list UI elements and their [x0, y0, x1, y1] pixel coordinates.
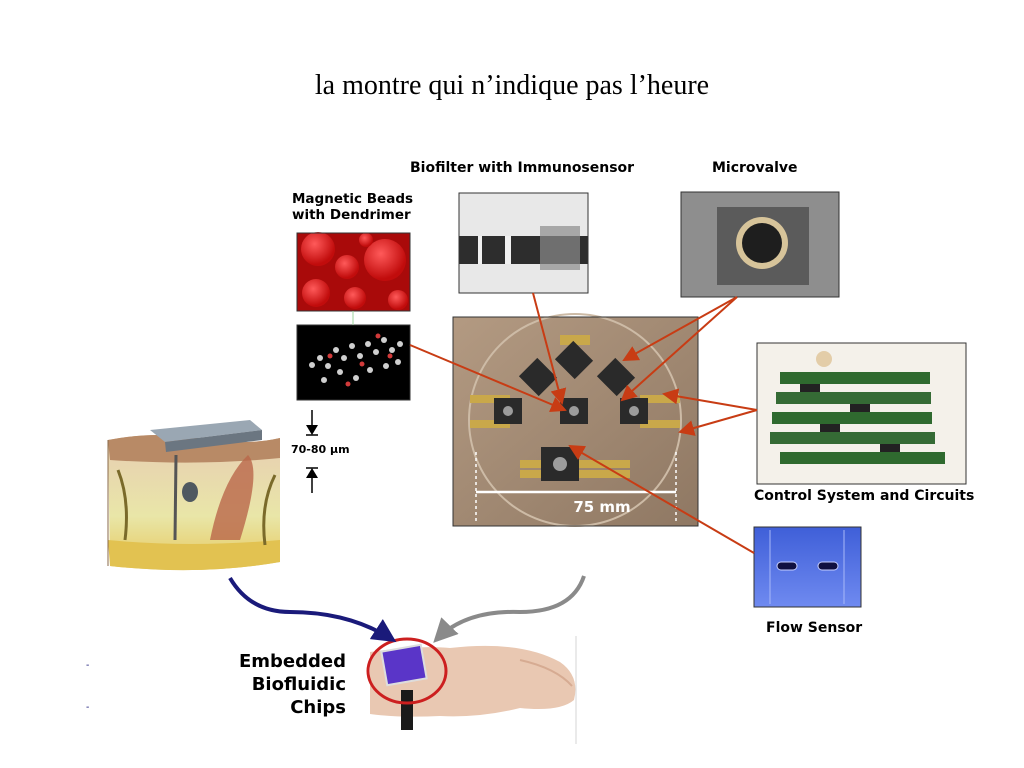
svg-text:-: -	[86, 702, 89, 713]
control-system-label: Control System and Circuits	[754, 488, 975, 504]
thickness-indicator	[306, 410, 318, 493]
control-system-image	[756, 342, 967, 485]
thickness-label: 70-80 µm	[291, 443, 350, 456]
biofilter-label: Biofilter with Immunosensor	[410, 160, 635, 176]
gray-arrow	[433, 575, 586, 643]
skin-cross-section-image	[107, 420, 280, 571]
flow-sensor-image	[753, 526, 862, 608]
svg-text:-: -	[86, 660, 89, 671]
microvalve-label: Microvalve	[712, 160, 798, 176]
magnetic-beads-image	[296, 232, 411, 312]
magnetic-beads-label: Magnetic Beads with Dendrimer	[292, 191, 414, 223]
wrist-watch-image	[366, 636, 577, 744]
wafer-image	[452, 313, 699, 527]
microvalve-image	[680, 191, 840, 298]
leader-arrows	[409, 292, 758, 554]
biofilter-image	[458, 192, 589, 294]
dendrimer-molecule-image	[296, 324, 411, 401]
scale-label: 75 mm	[573, 498, 630, 516]
embedded-chips-label: Embedded Biofluidic Chips	[238, 651, 346, 719]
blue-arrow	[228, 576, 397, 643]
slide-title: la montre qui n’indique pas l’heure	[314, 70, 710, 101]
flow-sensor-label: Flow Sensor	[766, 620, 863, 636]
